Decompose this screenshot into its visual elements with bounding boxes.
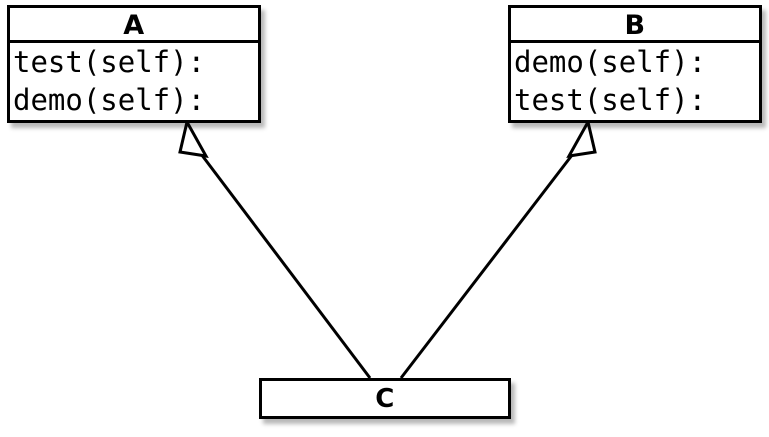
- hollow-triangle-arrowhead-b: [566, 117, 597, 158]
- class-b-title: B: [511, 8, 759, 43]
- class-b-member-1: test(self):: [514, 83, 707, 117]
- class-a-members: test(self): demo(self):: [10, 43, 258, 119]
- uml-class-b[interactable]: B demo(self): test(self):: [508, 5, 762, 123]
- class-c-title: C: [375, 383, 395, 414]
- uml-class-c[interactable]: C: [259, 378, 511, 419]
- generalization-c-to-b[interactable]: [399, 117, 597, 379]
- class-a-title: A: [10, 8, 258, 43]
- uml-class-a[interactable]: A test(self): demo(self):: [7, 5, 261, 123]
- class-a-member-0: test(self):: [13, 45, 206, 79]
- generalization-line-c-to-b: [399, 145, 581, 379]
- class-b-member-0: demo(self):: [514, 45, 707, 79]
- hollow-triangle-arrowhead-a: [178, 117, 209, 158]
- class-b-members: demo(self): test(self):: [511, 43, 759, 119]
- generalization-line-c-to-a: [193, 145, 372, 379]
- generalization-c-to-a[interactable]: [178, 117, 372, 379]
- class-a-member-1: demo(self):: [13, 83, 206, 117]
